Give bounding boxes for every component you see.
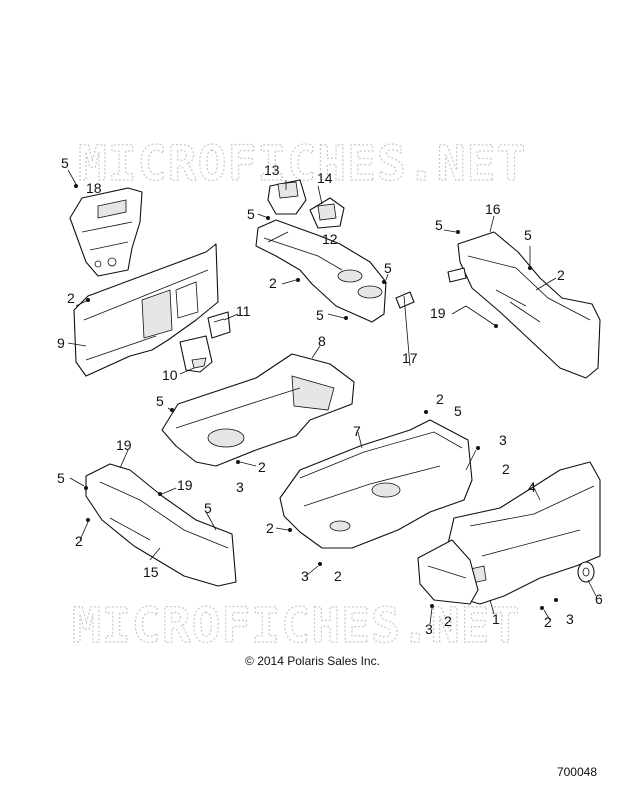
callout-15: 15 (143, 564, 159, 580)
part-13-shifter-boot (267, 179, 307, 215)
callout-3: 3 (301, 568, 309, 584)
callout-16: 16 (485, 201, 501, 217)
callout-18: 18 (86, 180, 102, 196)
part-10-cover (179, 335, 213, 373)
part-11-plate (207, 311, 231, 339)
callout-5: 5 (156, 393, 164, 409)
callout-14: 14 (317, 170, 333, 186)
callout-5: 5 (204, 500, 212, 516)
callout-5: 5 (524, 227, 532, 243)
callout-5: 5 (454, 403, 462, 419)
part-6-grommet (577, 561, 595, 583)
callout-3: 3 (499, 432, 507, 448)
callout-5: 5 (247, 206, 255, 222)
part-15-left-side-panel (85, 463, 237, 587)
callout-1: 1 (492, 611, 500, 627)
callout-19: 19 (177, 477, 193, 493)
part-17-clips (395, 267, 467, 309)
callout-2: 2 (502, 461, 510, 477)
callout-5: 5 (61, 155, 69, 171)
callouts: 5 18 13 14 5 12 2 5 5 16 5 5 2 19 2 9 11… (57, 155, 603, 637)
callout-6: 6 (595, 591, 603, 607)
part-18-storage-box (69, 187, 143, 277)
callout-3: 3 (425, 621, 433, 637)
callout-17: 17 (402, 350, 418, 366)
callout-7: 7 (353, 423, 361, 439)
callout-5: 5 (57, 470, 65, 486)
callout-13: 13 (264, 162, 280, 178)
callout-5: 5 (384, 260, 392, 276)
copyright-notice: © 2014 Polaris Sales Inc. (245, 654, 380, 668)
callout-2: 2 (444, 613, 452, 629)
callout-2: 2 (544, 614, 552, 630)
part-16-right-side-panel (457, 231, 601, 379)
callout-19: 19 (430, 305, 446, 321)
part-7-floor-tub (279, 419, 473, 549)
callout-2: 2 (269, 275, 277, 291)
callout-9: 9 (57, 335, 65, 351)
callout-2: 2 (266, 520, 274, 536)
leader-lines (67, 169, 597, 625)
callout-19: 19 (116, 437, 132, 453)
callout-5: 5 (435, 217, 443, 233)
callout-3: 3 (566, 611, 574, 627)
watermark-bottom: MICROFICHES.NET (72, 598, 520, 654)
callout-2: 2 (258, 459, 266, 475)
part-9-rear-panel (73, 243, 219, 377)
callout-2: 2 (75, 533, 83, 549)
callout-2: 2 (557, 267, 565, 283)
part-1-footwell (417, 539, 479, 605)
callout-10: 10 (162, 367, 178, 383)
callout-2: 2 (67, 290, 75, 306)
callout-4: 4 (528, 479, 536, 495)
part-12-center-console (255, 219, 387, 323)
callout-12: 12 (322, 231, 338, 247)
callout-5: 5 (316, 307, 324, 323)
callout-11: 11 (236, 303, 251, 319)
part-8-tray (161, 353, 355, 467)
figure-number: 700048 (556, 765, 597, 779)
callout-2: 2 (334, 568, 342, 584)
callout-2: 2 (436, 391, 444, 407)
watermark-top: MICROFICHES.NET (78, 136, 526, 192)
callout-3: 3 (236, 479, 244, 495)
callout-8: 8 (318, 333, 326, 349)
part-14-gear-boot (309, 197, 345, 229)
